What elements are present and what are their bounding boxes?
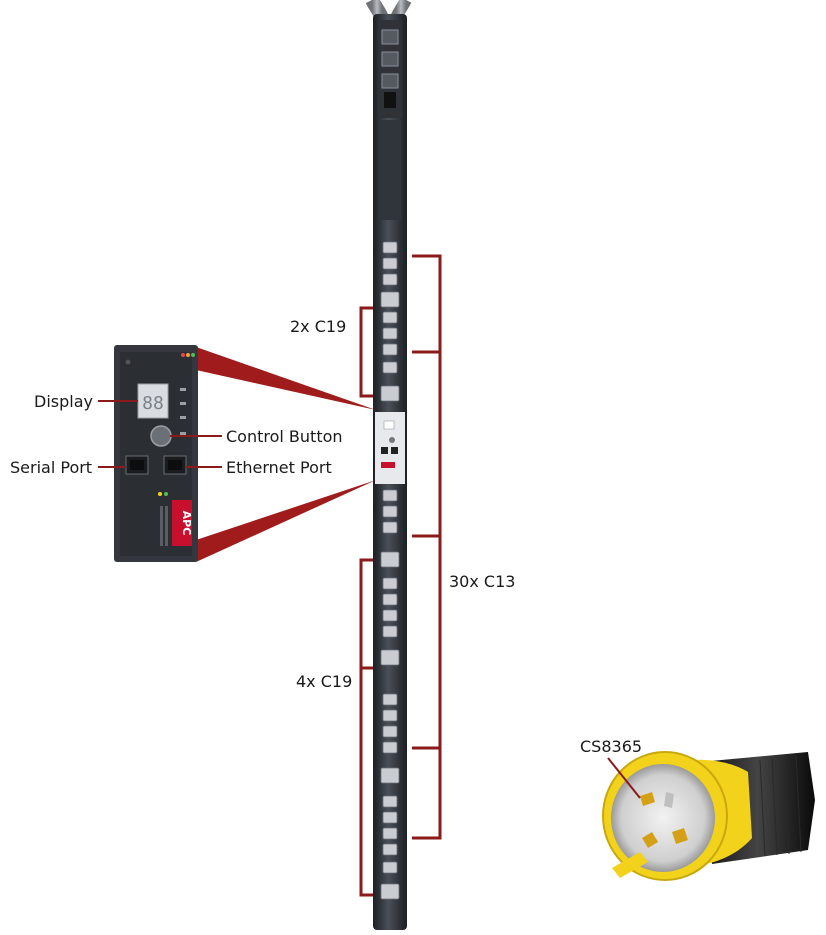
c13-outlet-6: [382, 343, 398, 356]
detail-panel-fine-print: [160, 506, 168, 546]
breaker-group: [381, 29, 399, 108]
status-led-green: [191, 353, 195, 357]
pdu-label-zone: [379, 120, 401, 220]
c13-outlet-23: [382, 861, 398, 874]
breaker-1: [381, 29, 399, 45]
serial-port-label: Serial Port: [10, 458, 92, 477]
nmc-serial-jack: [381, 447, 388, 454]
callout-wedge-bottom: [196, 480, 376, 562]
plug-face: [611, 764, 715, 872]
detail-control-button: [150, 425, 172, 447]
status-led-amber: [186, 353, 190, 357]
plug-brass-blades: [640, 792, 688, 848]
breaker-handle: [384, 92, 396, 108]
c19-outlet-1: [380, 291, 400, 308]
plug-grip-ridges: [759, 754, 802, 857]
control-button-label: Control Button: [226, 427, 343, 446]
c13-brackets: [412, 254, 442, 840]
nmc-display: [383, 420, 395, 430]
c13-outlet-2: [382, 257, 398, 270]
detail-leader-lines: [98, 400, 222, 468]
detail-indicator-row: [180, 388, 186, 435]
c13-outlet-4: [382, 311, 398, 324]
c19-top-label: 2x C19: [290, 317, 346, 336]
c13-outlet-21: [382, 827, 398, 840]
breaker-3: [381, 73, 399, 89]
c13-outlet-18: [382, 741, 398, 754]
c13-outlet-1: [382, 241, 398, 254]
c13-outlet-14: [382, 625, 398, 638]
plug-label: CS8365: [580, 737, 642, 756]
c19-outlet-4: [380, 649, 400, 666]
detail-lcd-readout: 88: [142, 393, 164, 414]
plug-leader: [607, 757, 641, 799]
c13-outlet-17: [382, 725, 398, 738]
nmc-detail-panel: 88 APC: [114, 345, 198, 562]
c13-outlet-13: [382, 609, 398, 622]
ethernet-port-label: Ethernet Port: [226, 458, 332, 477]
c19-outlet-5: [380, 767, 400, 784]
c19-bottom-label: 4x C19: [296, 672, 352, 691]
c19-outlet-2: [380, 385, 400, 402]
nmc-ethernet-jack: [391, 447, 398, 454]
c13-bracket-bottom: [412, 534, 442, 840]
c13-outlet-15: [382, 693, 398, 706]
breaker-2: [381, 51, 399, 67]
c13-outlet-19: [382, 795, 398, 808]
c19-brackets: [359, 306, 373, 897]
c13-outlet-7: [382, 361, 398, 374]
c13-bracket-top: [412, 254, 442, 538]
display-label: Display: [34, 392, 93, 411]
ethernet-port-socket: [168, 460, 182, 470]
apc-logo-badge: [172, 500, 192, 546]
c13-outlet-20: [382, 811, 398, 824]
c13-outlet-9: [382, 505, 398, 518]
c13-outlet-16: [382, 709, 398, 722]
detail-lcd-display: [137, 383, 169, 419]
c19-bracket-bottom: [359, 558, 373, 897]
pdu-strip: [373, 14, 407, 930]
callout-wedges: [196, 347, 376, 562]
plug-cable-stub: [612, 852, 648, 878]
nmc-button: [389, 437, 395, 443]
c13-total-label: 30x C13: [449, 572, 515, 591]
c13-outlet-22: [382, 843, 398, 856]
nmc-apc-badge: [381, 462, 395, 468]
c13-outlet-3: [382, 273, 398, 286]
c13-outlet-12: [382, 593, 398, 606]
link-led: [158, 492, 162, 496]
c19-outlet-6: [380, 883, 400, 900]
c19-bracket-top: [359, 306, 373, 398]
apc-logo-text: APC: [180, 511, 193, 536]
serial-port-socket: [130, 460, 144, 470]
c13-outlet-8: [382, 489, 398, 502]
outlet-group: [380, 241, 400, 900]
status-led-red: [181, 353, 185, 357]
activity-led: [164, 492, 168, 496]
c13-outlet-10: [382, 521, 398, 534]
reset-pinhole: [125, 359, 131, 365]
cs8365-plug: [602, 751, 815, 881]
c13-outlet-5: [382, 327, 398, 340]
c19-outlet-3: [380, 551, 400, 568]
c13-outlet-11: [382, 577, 398, 590]
callout-wedge-top: [196, 347, 376, 410]
